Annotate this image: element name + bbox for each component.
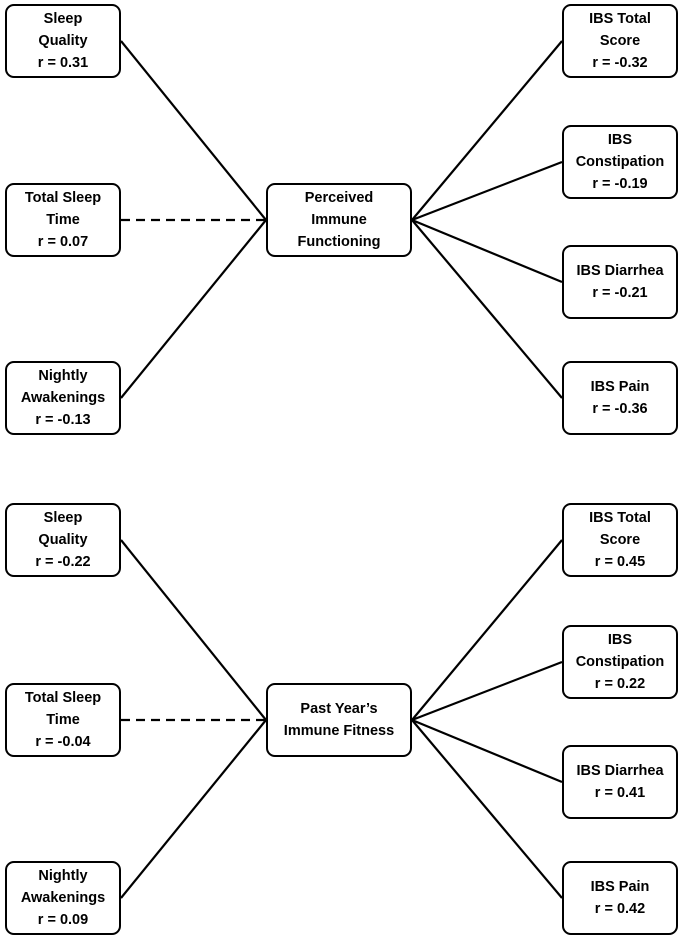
panel-1-right-ibs-diarrhea-node: IBS Diarrhea r = -0.21 bbox=[562, 245, 678, 319]
panel-1-left-total-sleep-time-node-line-2: Time bbox=[46, 212, 80, 228]
panel-2-left-sleep-quality-connector bbox=[120, 539, 267, 721]
panel-2-left-sleep-quality-node-line-1: Sleep bbox=[43, 510, 83, 526]
panel-1-right-ibs-constipation-node-line-1: IBS bbox=[607, 132, 633, 148]
panel-2-right-ibs-total-score-node-line-2: Score bbox=[599, 532, 641, 548]
panel-1-right-ibs-pain-connector bbox=[411, 219, 563, 399]
panel-1-left-nightly-awakenings-node-line-1: Nightly bbox=[38, 368, 88, 384]
panel-1-right-ibs-pain-node: IBS Pain r = -0.36 bbox=[562, 361, 678, 435]
panel-2-right-ibs-pain-node-line-1: IBS Pain bbox=[590, 879, 650, 895]
panel-2-center-node-line-1: Past Year’s bbox=[300, 701, 378, 717]
panel-2-right-ibs-total-score-node-line-3: r = 0.45 bbox=[594, 554, 646, 570]
panel-2-right-ibs-total-score-connector bbox=[411, 539, 563, 721]
panel-2-left-nightly-awakenings-connector bbox=[120, 719, 267, 899]
panel-1-right-ibs-diarrhea-node-line-2: r = -0.21 bbox=[592, 285, 648, 301]
panel-1-left-sleep-quality-node-line-3: r = 0.31 bbox=[37, 55, 89, 71]
panel-1-center-node-line-2: Immune bbox=[311, 212, 367, 228]
panel-1-right-ibs-diarrhea-node-line-1: IBS Diarrhea bbox=[576, 263, 664, 279]
panel-1-left-nightly-awakenings-node-line-3: r = -0.13 bbox=[35, 412, 91, 428]
panel-2-left-nightly-awakenings-node-line-2: Awakenings bbox=[20, 890, 106, 906]
panel-1-center-node-line-1: Perceived bbox=[304, 190, 374, 206]
panel-1-left-total-sleep-time-node-line-3: r = 0.07 bbox=[37, 234, 89, 250]
panel-2-left-nightly-awakenings-node-line-1: Nightly bbox=[38, 868, 88, 884]
panel-1-right-ibs-constipation-connector bbox=[411, 160, 563, 222]
panel-2-left-total-sleep-time-node-line-1: Total Sleep bbox=[24, 690, 102, 706]
panel-1-right-ibs-total-score-node-line-2: Score bbox=[599, 33, 641, 49]
panel-2-left-sleep-quality-node-line-2: Quality bbox=[38, 532, 88, 548]
panel-1-right-ibs-total-score-node-line-3: r = -0.32 bbox=[592, 55, 648, 71]
panel-1-left-total-sleep-time-node-line-1: Total Sleep bbox=[24, 190, 102, 206]
panel-1-left-sleep-quality-node-line-2: Quality bbox=[38, 33, 88, 49]
panel-1-right-ibs-diarrhea-connector bbox=[411, 218, 563, 284]
panel-1-right-ibs-constipation-node: IBS Constipation r = -0.19 bbox=[562, 125, 678, 199]
panel-2-right-ibs-pain-node: IBS Pain r = 0.42 bbox=[562, 861, 678, 935]
panel-1-right-ibs-total-score-connector bbox=[411, 40, 563, 221]
panel-2-right-ibs-constipation-node: IBS Constipation r = 0.22 bbox=[562, 625, 678, 699]
panel-2-right-ibs-diarrhea-connector bbox=[411, 718, 563, 784]
panel-2-right-ibs-diarrhea-node: IBS Diarrhea r = 0.41 bbox=[562, 745, 678, 819]
panel-2-center-node-line-2: Immune Fitness bbox=[283, 723, 395, 739]
panel-2-right-ibs-constipation-node-line-2: Constipation bbox=[575, 654, 665, 670]
panel-1-left-sleep-quality-node-line-1: Sleep bbox=[43, 11, 83, 27]
panel-2-right-ibs-total-score-node-line-1: IBS Total bbox=[589, 510, 651, 526]
panel-2-left-nightly-awakenings-node-line-3: r = 0.09 bbox=[37, 912, 89, 928]
panel-2-right-ibs-constipation-node-line-3: r = 0.22 bbox=[594, 676, 646, 692]
panel-1-right-ibs-constipation-node-line-3: r = -0.19 bbox=[592, 176, 648, 192]
panel-1-right-ibs-pain-node-line-1: IBS Pain bbox=[590, 379, 650, 395]
panel-2-right-ibs-pain-node-line-2: r = 0.42 bbox=[594, 901, 646, 917]
panel-2-right-ibs-diarrhea-node-line-2: r = 0.41 bbox=[594, 785, 646, 801]
panel-2-right-ibs-pain-connector bbox=[411, 719, 563, 899]
panel-2-right-ibs-constipation-node-line-1: IBS bbox=[607, 632, 633, 648]
panel-1-center-node-line-3: Functioning bbox=[297, 234, 381, 250]
panel-1-right-ibs-pain-node-line-2: r = -0.36 bbox=[592, 401, 648, 417]
panel-2-right-ibs-constipation-connector bbox=[411, 660, 563, 722]
panel-1-left-sleep-quality-connector bbox=[120, 40, 267, 221]
panel-1-left-nightly-awakenings-connector bbox=[120, 219, 267, 399]
panel-1-left-nightly-awakenings-node-line-2: Awakenings bbox=[20, 390, 106, 406]
panel-2-left-sleep-quality-node-line-3: r = -0.22 bbox=[35, 554, 91, 570]
panel-1-right-ibs-total-score-node-line-1: IBS Total bbox=[589, 11, 651, 27]
panel-2-right-ibs-diarrhea-node-line-1: IBS Diarrhea bbox=[576, 763, 664, 779]
panel-1-right-ibs-constipation-node-line-2: Constipation bbox=[575, 154, 665, 170]
panel-2-left-total-sleep-time-node-line-3: r = -0.04 bbox=[35, 734, 91, 750]
panel-2-left-total-sleep-time-node-line-2: Time bbox=[46, 712, 80, 728]
